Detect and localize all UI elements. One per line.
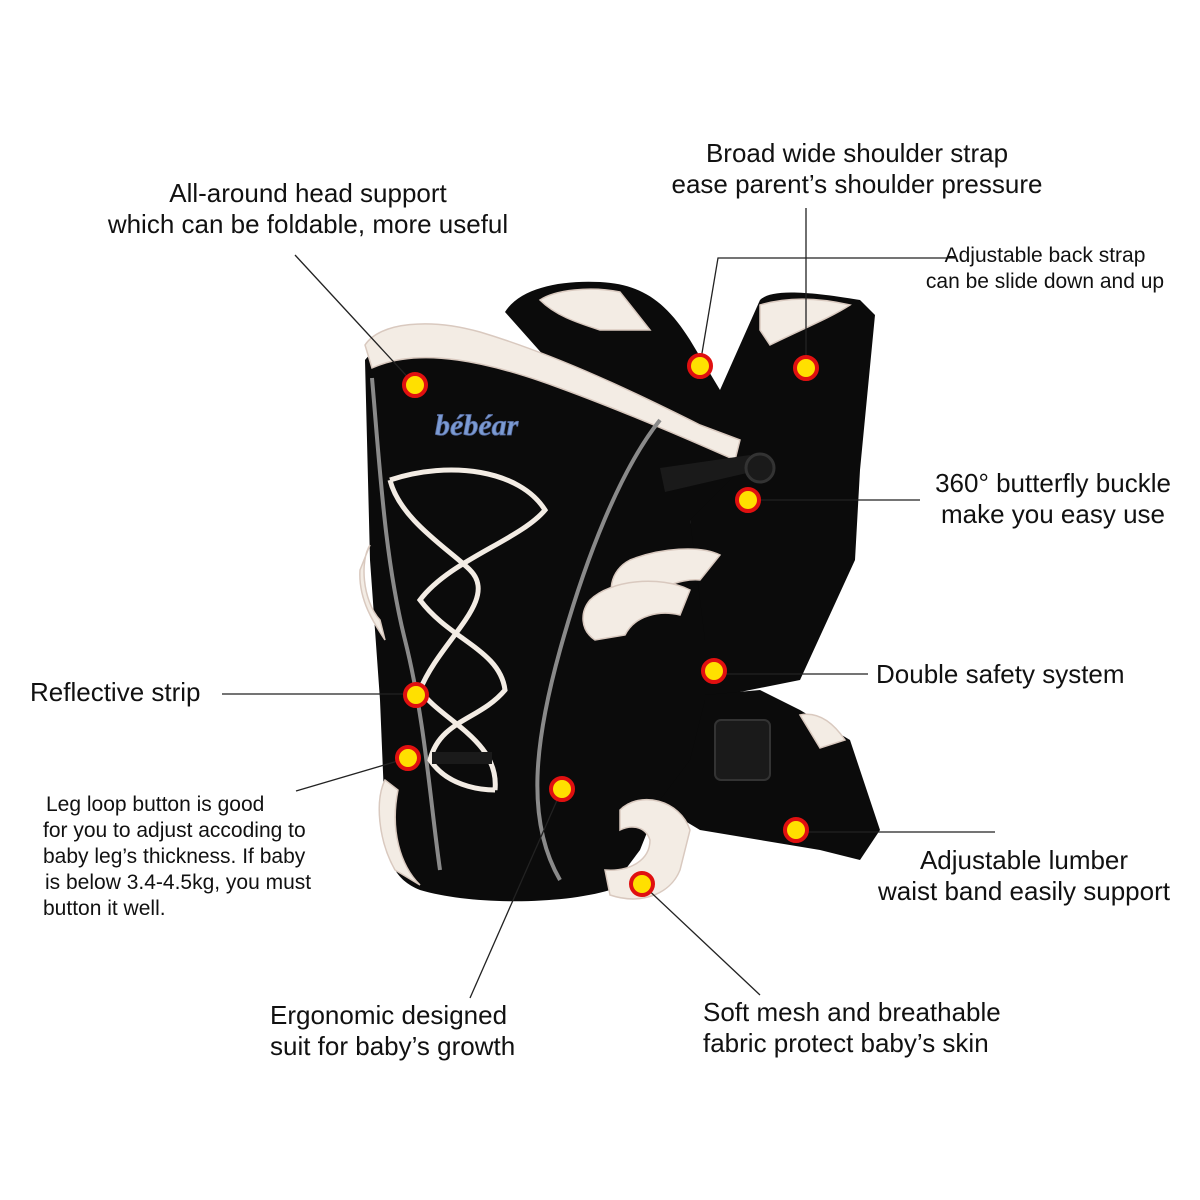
marker-dot-shoulder-strap [793, 355, 819, 381]
left-arm-trim [359, 544, 386, 641]
marker-dot-lumber [783, 817, 809, 843]
callout-shoulder-strap: Broad wide shoulder strap ease parent’s … [671, 138, 1043, 199]
marker-dot-head-support [402, 372, 428, 398]
leader-mesh [641, 883, 761, 996]
callout-mesh: Soft mesh and breathable fabric protect … [703, 997, 1001, 1058]
marker-dot-back-strap [687, 353, 713, 379]
leg-loop-strap [432, 752, 492, 764]
leader-ergonomic [469, 788, 563, 999]
brand-logo: bébéar [435, 409, 519, 442]
marker-dot-safety [701, 658, 727, 684]
marker-dot-mesh [629, 871, 655, 897]
right-leg-trim [604, 798, 691, 900]
callout-ergonomic: Ergonomic designed suit for baby’s growt… [270, 1000, 516, 1061]
callout-safety: Double safety system [876, 659, 1125, 689]
marker-dot-reflective [403, 682, 429, 708]
reflective-strip-right [535, 418, 662, 882]
callout-back-strap: Adjustable back strap can be slide down … [925, 244, 1165, 293]
callout-lumber: Adjustable lumber waist band easily supp… [878, 845, 1170, 906]
waist-band-trim [798, 713, 847, 749]
leader-back-strap [699, 257, 955, 366]
butterfly-buckle [744, 452, 776, 484]
buckle-strap [660, 455, 760, 492]
waist-buckle [714, 719, 771, 781]
callout-buckle: 360° butterfly buckle make you easy use [935, 468, 1171, 529]
rear-strap-trim [538, 288, 652, 331]
callout-reflective: Reflective strip [30, 677, 201, 707]
marker-dot-ergonomic [549, 776, 575, 802]
marker-dot-leg-loop [395, 745, 421, 771]
callout-leg-loop: Leg loop button is good for you to adjus… [43, 793, 312, 920]
right-strap-trim [759, 298, 852, 346]
reflective-strip [370, 377, 442, 871]
left-leg-trim [378, 778, 421, 886]
leader-head-support [294, 254, 416, 386]
callout-head-support: All-around head support which can be fol… [107, 178, 509, 239]
lacing [387, 467, 549, 793]
leader-leg-loop [295, 757, 409, 792]
arm-loop-trim [582, 580, 691, 641]
marker-dot-buckle [735, 487, 761, 513]
